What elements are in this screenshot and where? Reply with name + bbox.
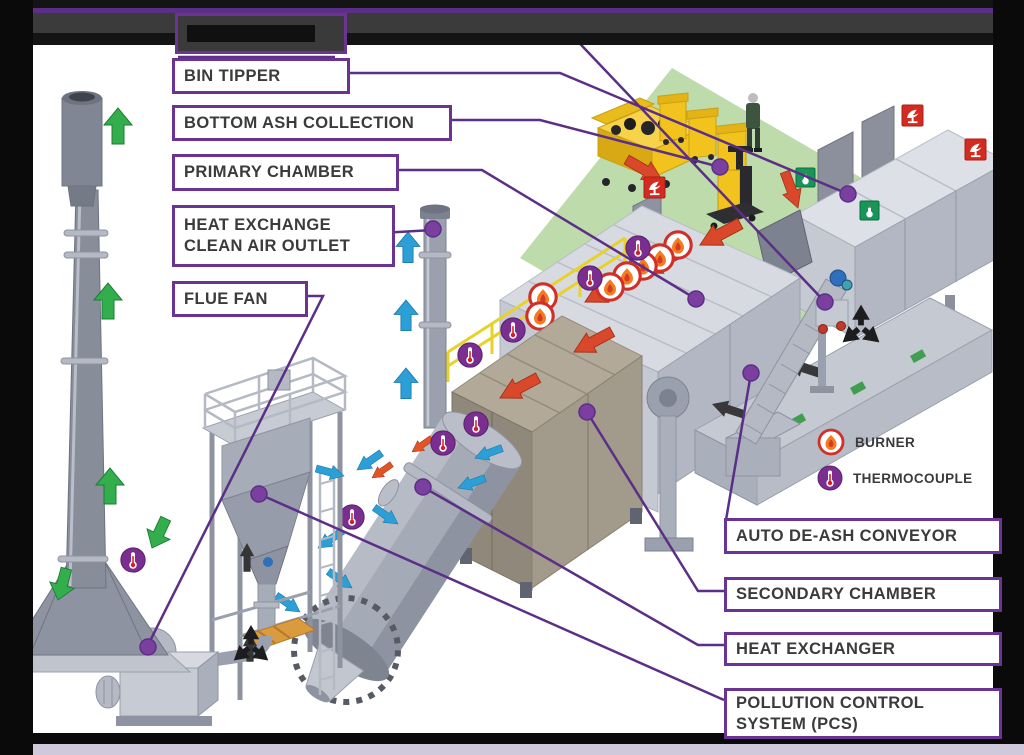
- legend: BURNER THERMOCOUPLE: [816, 427, 973, 499]
- thermocouple-icon: [120, 547, 146, 573]
- deash-conveyor: [724, 269, 853, 477]
- heat-exchange-label-line2: CLEAN AIR OUTLET: [184, 237, 351, 255]
- heat-exchange-label-line1: HEAT EXCHANGE: [184, 216, 331, 234]
- legend-burner-row: BURNER: [816, 427, 973, 457]
- pcs-label-line2: SYSTEM (PCS): [736, 714, 859, 733]
- operator-person: [745, 93, 762, 152]
- burner-icon: [817, 428, 845, 456]
- callout-bottom-ash-collection: BOTTOM ASH COLLECTION: [172, 105, 452, 141]
- legend-thermocouple-label: THERMOCOUPLE: [853, 470, 973, 486]
- clean-air-stack: [418, 204, 452, 429]
- legend-burner-label: BURNER: [855, 434, 916, 450]
- flue-fan-label: FLUE FAN: [184, 289, 268, 308]
- callout-top-obscured: [175, 13, 347, 54]
- brand-sign-icon: [643, 176, 666, 199]
- callout-pollution-control-system: POLLUTION CONTROL SYSTEM (PCS): [724, 688, 1002, 739]
- blue-up-arrows: [393, 231, 421, 400]
- pcs-label-line1: POLLUTION CONTROL: [736, 693, 925, 712]
- callout-flue-fan: FLUE FAN: [172, 281, 308, 317]
- bottom-ash-label: BOTTOM ASH COLLECTION: [184, 113, 415, 132]
- bin-lifter: [706, 146, 764, 230]
- thermocouple-icon: [430, 430, 456, 456]
- safety-sign-icon: [859, 200, 880, 221]
- primary-chamber-label: PRIMARY CHAMBER: [184, 163, 355, 181]
- callout-bin-tipper: BIN TIPPER: [172, 58, 350, 94]
- secondary-chamber-label: SECONDARY CHAMBER: [736, 585, 937, 603]
- heat-exchanger-label: HEAT EXCHANGER: [736, 639, 896, 658]
- callout-primary-chamber: PRIMARY CHAMBER: [172, 154, 399, 191]
- thermocouple-icon: [463, 411, 489, 437]
- callout-heat-exchange-clean-air-outlet: HEAT EXCHANGE CLEAN AIR OUTLET: [172, 205, 395, 267]
- safety-sign-icon: [795, 167, 816, 188]
- callout-auto-deash-conveyor: AUTO DE-ASH CONVEYOR: [724, 518, 1002, 554]
- callout-dots: [139, 158, 857, 656]
- bin-tipper-label: BIN TIPPER: [184, 66, 281, 85]
- thermocouple-icon: [339, 504, 365, 530]
- callout-secondary-chamber: SECONDARY CHAMBER: [724, 577, 1002, 612]
- brand-sign-icon: [901, 104, 924, 127]
- brand-sign-icon: [964, 138, 987, 161]
- callout-heat-exchanger: HEAT EXCHANGER: [724, 632, 1002, 666]
- auto-deash-label: AUTO DE-ASH CONVEYOR: [736, 526, 958, 545]
- obscured-label-text: [187, 25, 315, 42]
- thermocouple-icon: [817, 465, 843, 491]
- legend-thermocouple-row: THERMOCOUPLE: [816, 464, 973, 492]
